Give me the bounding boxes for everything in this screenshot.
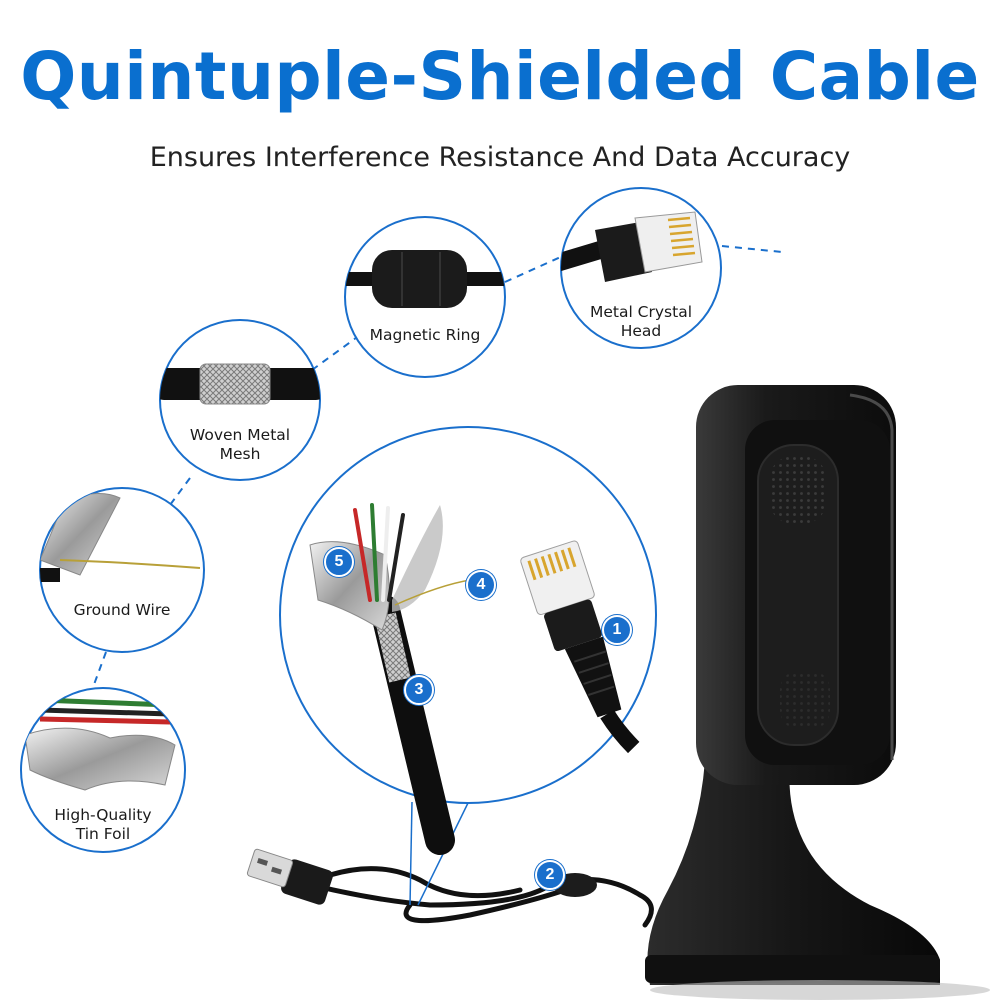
scanner-device — [645, 385, 990, 1000]
center-detail-circle — [279, 426, 657, 906]
callout-circle-woven-mesh — [159, 319, 321, 481]
page-subtitle: Ensures Interference Resistance And Data… — [149, 142, 851, 173]
callout-circle-magnetic-ring — [344, 216, 506, 378]
label-metal-crystal-head: Metal Crystal Head — [589, 303, 693, 340]
badge-2: 2 — [535, 860, 565, 890]
badge-4: 4 — [466, 570, 496, 600]
callout-circle-metal-head — [560, 187, 722, 349]
label-woven-metal-mesh: Woven Metal Mesh — [189, 426, 291, 463]
badge-5: 5 — [324, 547, 354, 577]
page-title: Quintuple-Shielded Cable — [20, 38, 980, 115]
badge-3: 3 — [404, 675, 434, 705]
usb-cable — [297, 866, 654, 928]
usb-plug — [246, 848, 333, 905]
badge-1: 1 — [602, 615, 632, 645]
callout-circle-ground-wire — [39, 487, 205, 653]
dashed-connectors — [91, 245, 783, 691]
label-magnetic-ring: Magnetic Ring — [369, 326, 481, 344]
callout-circle-tin-foil — [20, 687, 186, 853]
label-ground-wire: Ground Wire — [73, 601, 171, 619]
label-tin-foil: High-Quality Tin Foil — [54, 806, 152, 843]
